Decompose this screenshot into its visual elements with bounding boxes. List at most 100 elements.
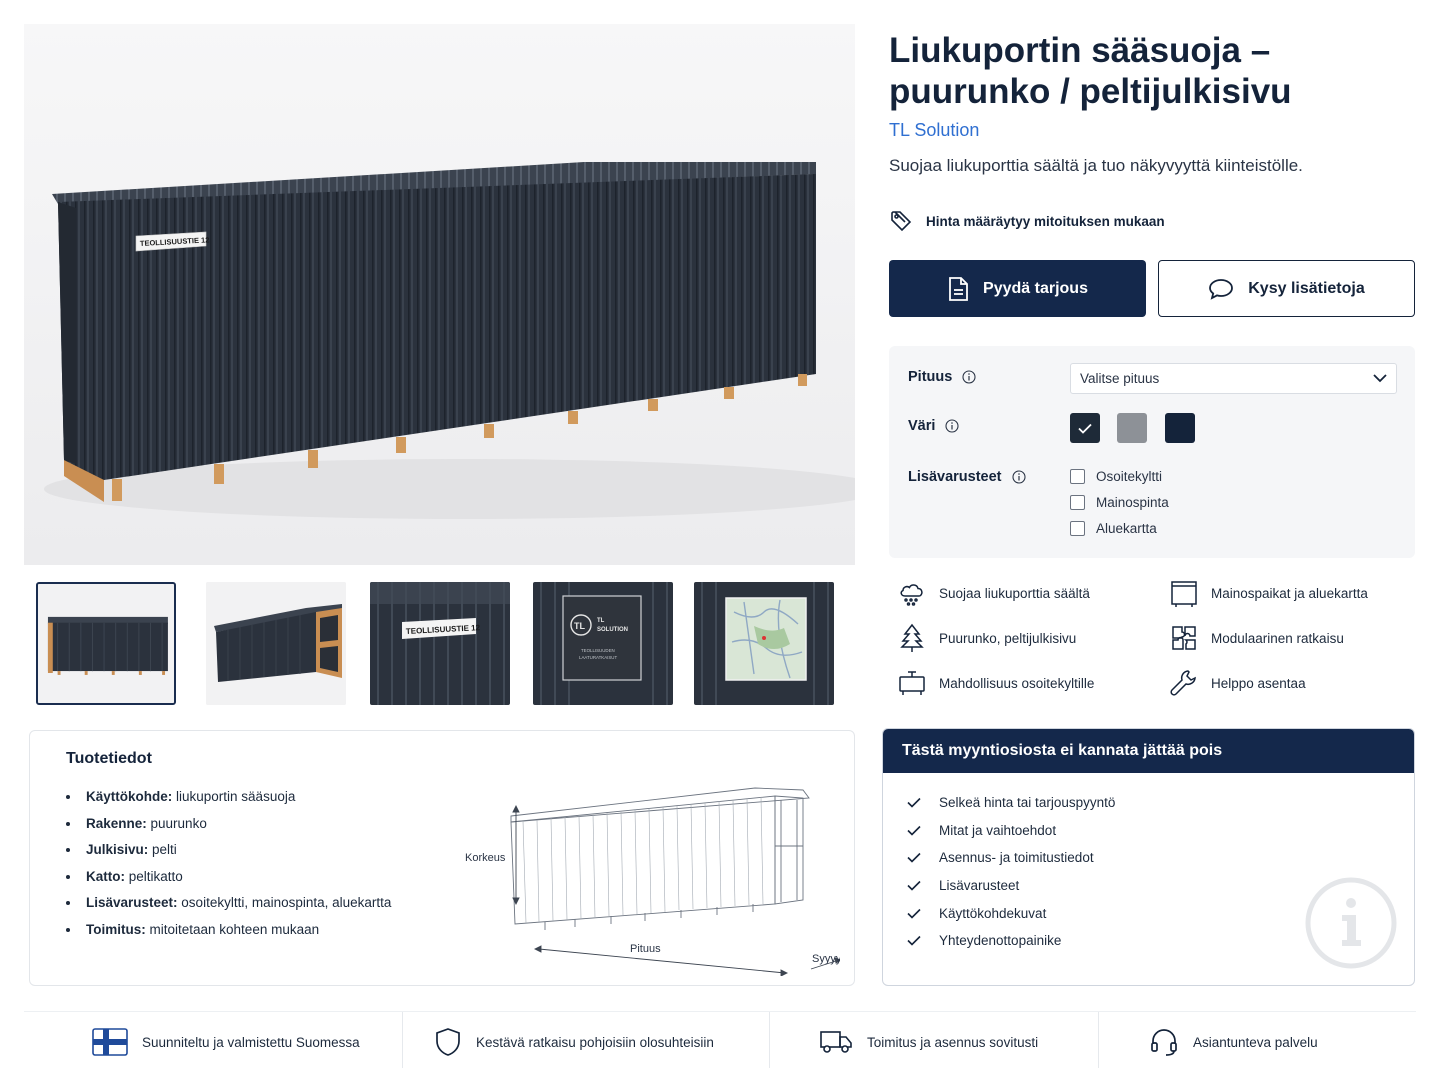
info-icon[interactable] [1011,470,1026,484]
accessory-area-map[interactable]: Aluekartta [1070,521,1157,536]
product-tagline: Suojaa liukuporttia säältä ja tuo näkyvy… [889,156,1303,175]
check-icon [907,853,921,864]
trust-item: Suunniteltu ja valmistettu Suomessa [92,1012,360,1072]
gallery-thumbnails: TEOLLISUUSTIE 12 TL TL SOLUTION TEOLLISU… [36,582,834,706]
feature-list: Suojaa liukuporttia säältä Mainospaikat … [897,576,1417,701]
svg-text:TEOLLISUUSTIE 12: TEOLLISUUSTIE 12 [406,623,481,636]
product-title: Liukuportin sääsuoja – puurunko / peltij… [889,31,1292,111]
checklist-item: Yhteydenottopainike [907,927,1115,955]
spec-item: Rakenne: puurunko [66,815,391,842]
spec-item: Toimitus: mitoitetaan kohteen mukaan [66,921,391,948]
diagram-height-label: Korkeus [465,852,506,864]
checklist-header: Tästä myyntiosiosta ei kannata jättää po… [883,729,1414,773]
check-icon [907,908,921,919]
svg-text:TL: TL [597,618,605,624]
divider [402,1012,403,1068]
thumbnail-sign-detail[interactable]: TEOLLISUUSTIE 12 [370,582,510,705]
info-watermark-icon [1305,877,1397,969]
length-label: Pituus [908,369,976,385]
spec-item: Lisävarusteet: osoitekyltti, mainospinta… [66,894,391,921]
check-icon [907,881,921,891]
trust-bar: Suunniteltu ja valmistettu Suomessa Kest… [24,1011,1416,1071]
check-icon [907,825,921,836]
color-swatch-anthracite[interactable] [1070,413,1100,443]
diagram-length-label: Pituus [630,943,661,955]
price-note: Hinta määräytyy mitoituksen mukaan [889,208,1165,234]
spec-item: Katto: peltikatto [66,868,391,895]
truck-icon [820,1031,852,1053]
accessory-address-sign[interactable]: Osoitekyltti [1070,469,1162,484]
address-sign: TEOLLISUUSTIE 12 [135,231,210,252]
checklist-item: Lisävarusteet [907,872,1115,900]
checklist-item: Asennus- ja toimitustiedot [907,844,1115,872]
shelter-render: TEOLLISUUSTIE 12 [24,24,855,565]
color-swatch-navy[interactable] [1165,413,1195,443]
checkbox[interactable] [1070,469,1085,484]
color-label: Väri [908,418,959,434]
product-specs-card: Tuotetiedot Käyttökohde: liukuportin sää… [29,730,855,986]
tree-icon [900,623,924,652]
spec-item: Julkisivu: pelti [66,841,391,868]
feature-item: Suojaa liukuporttia säältä [897,578,1090,608]
color-swatch-grey[interactable] [1117,413,1147,443]
check-icon [907,936,921,946]
feature-item: Modulaarinen ratkaisu [1169,623,1344,653]
diagram-depth-label: Syyyys [812,953,840,965]
checklist-item: Käyttökohdekuvat [907,899,1115,927]
info-icon[interactable] [962,370,976,384]
accessory-ad-surface[interactable]: Mainospinta [1070,495,1169,510]
finland-flag-icon [92,1028,128,1056]
info-icon[interactable] [945,419,959,433]
checkbox[interactable] [1070,521,1085,536]
svg-text:LAATURATKAISUT: LAATURATKAISUT [579,655,617,660]
checkbox[interactable] [1070,495,1085,510]
headset-icon [1151,1029,1177,1056]
trust-item: Asiantunteva palvelu [1149,1012,1318,1072]
modular-icon [1172,626,1196,650]
svg-text:TEOLLISUUDEN: TEOLLISUUDEN [581,648,615,653]
divider [769,1012,770,1068]
document-icon [949,276,968,301]
spec-item: Käyttökohde: liukuportin sääsuoja [66,788,391,815]
feature-item: Helppo asentaa [1169,668,1306,698]
sign-icon [899,671,925,695]
feature-item: Mainospaikat ja aluekartta [1169,578,1368,608]
checklist-item: Mitat ja vaihtoehdot [907,817,1115,845]
specs-list: Käyttökohde: liukuportin sääsuoja Rakenn… [66,788,391,948]
feature-item: Puurunko, peltijulkisivu [897,623,1076,653]
thumbnail-front[interactable] [36,582,176,705]
check-icon [907,798,921,808]
feature-item: Mahdollisuus osoitekyltille [897,668,1094,698]
specs-title: Tuotetiedot [66,750,152,767]
price-note-text: Hinta määräytyy mitoituksen mukaan [926,213,1165,229]
length-select[interactable]: Valitse pituus [1070,363,1397,394]
shield-icon [436,1028,460,1056]
thumbnail-area-map[interactable] [694,582,834,705]
trust-item: Kestävä ratkaisu pohjoisiin olosuhteisii… [434,1012,714,1072]
thumbnail-logo-panel[interactable]: TL TL SOLUTION TEOLLISUUDEN LAATURATKAIS… [533,582,673,705]
billboard-icon [1171,581,1197,607]
wrench-icon [1170,670,1196,696]
chevron-down-icon [1373,374,1387,383]
weather-icon [900,584,923,606]
trust-item: Toimitus ja asennus sovitusti [819,1012,1038,1072]
svg-text:TL: TL [574,621,585,631]
sales-checklist-card: Tästä myyntiosiosta ei kannata jättää po… [882,728,1415,986]
chat-bubble-icon [1209,278,1234,300]
thumbnail-side[interactable] [206,582,346,705]
request-quote-button[interactable]: Pyydä tarjous [889,260,1146,317]
ask-more-button[interactable]: Kysy lisätietoja [1158,260,1415,317]
svg-text:TEOLLISUUSTIE 12: TEOLLISUUSTIE 12 [140,235,210,248]
product-hero-image: TEOLLISUUSTIE 12 [24,24,855,565]
svg-text:SOLUTION: SOLUTION [597,627,628,633]
configuration-panel: Pituus Valitse pituus Väri Lisävarusteet… [889,346,1415,558]
accessories-label: Lisävarusteet [908,469,1026,485]
posts [112,374,807,501]
divider [1098,1012,1099,1068]
price-tag-icon [891,211,912,232]
checklist: Selkeä hinta tai tarjouspyyntö Mitat ja … [907,789,1115,955]
dimension-diagram: Korkeus Pituus Syyyys [465,787,840,976]
checklist-item: Selkeä hinta tai tarjouspyyntö [907,789,1115,817]
check-icon [1078,423,1092,434]
brand-link[interactable]: TL Solution [889,120,980,140]
